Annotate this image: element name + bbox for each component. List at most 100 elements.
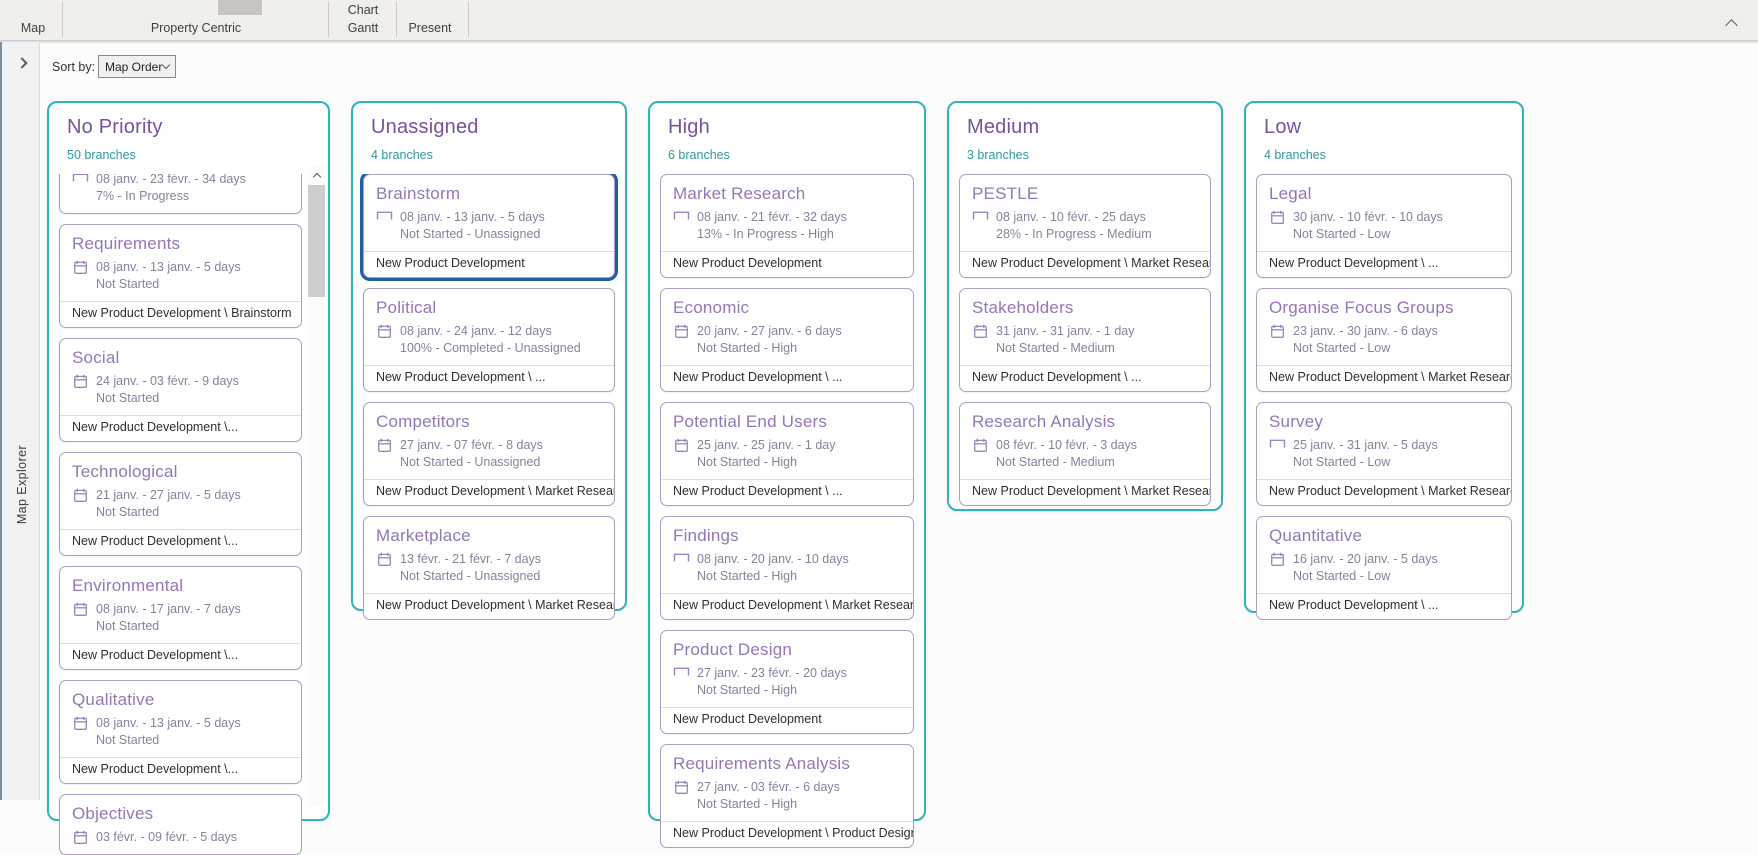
chevron-up-icon — [312, 172, 321, 181]
card-status: Not Started - High — [697, 341, 798, 355]
calendar-icon — [673, 780, 690, 795]
scrollbar-thumb[interactable] — [308, 185, 325, 297]
scroll-up-button[interactable] — [308, 166, 325, 183]
card-dates-row: 08 janv. - 17 janv. - 7 days — [72, 601, 289, 618]
card-dates-row: 30 janv. - 10 févr. - 10 days — [1269, 209, 1499, 226]
card-topic-path: New Product Development \ ... — [364, 365, 614, 391]
calendar-icon — [72, 716, 89, 731]
ribbon-group-map[interactable]: Map — [20, 21, 46, 35]
card-dates: 08 févr. - 10 févr. - 3 days — [996, 438, 1138, 452]
column-branch-count: 4 branches — [371, 148, 433, 162]
card-dates: 08 janv. - 23 févr. - 34 days — [96, 174, 246, 186]
summary-icon — [673, 210, 690, 223]
card-dates: 08 janv. - 20 janv. - 10 days — [697, 552, 849, 566]
ribbon-group-property-centric[interactable]: Property Centric — [150, 21, 242, 35]
calendar-icon — [376, 324, 393, 339]
card-topic-path: New Product Development — [364, 251, 614, 277]
card-title: Market Research — [673, 184, 806, 203]
card-topic-path: New Product Development \ ... — [661, 479, 913, 505]
ribbon-group-gantt[interactable]: Gantt — [347, 21, 379, 35]
ribbon-group-present[interactable]: Present — [408, 21, 452, 35]
card-status: Not Started - High — [697, 683, 798, 697]
sort-by-dropdown[interactable]: Map Order — [98, 55, 176, 78]
card-topic-path: New Product Development \ Market Researc… — [364, 593, 614, 619]
card-topic-path: New Product Development — [661, 251, 913, 277]
sort-by-label: Sort by: — [52, 60, 96, 74]
collapse-ribbon-button[interactable] — [1720, 16, 1742, 34]
calendar-icon — [1269, 210, 1286, 225]
card-status: Not Started - High — [697, 797, 798, 811]
card-status: Not Started - Low — [1293, 227, 1391, 241]
card-topic-path: New Product Development \ ... — [661, 365, 913, 391]
card-dates: 08 janv. - 13 janv. - 5 days — [96, 260, 241, 274]
card-title: Product Design — [673, 640, 793, 659]
card-dates-row: 08 janv. - 20 janv. - 10 days — [673, 551, 901, 568]
column-title: Medium — [967, 116, 1040, 138]
calendar-icon — [72, 260, 89, 275]
card-dates-row: 08 févr. - 10 févr. - 3 days — [972, 437, 1198, 454]
card-status: Not Started - High — [697, 455, 798, 469]
card-title: Stakeholders — [972, 298, 1074, 317]
map-explorer-tab[interactable]: Map Explorer — [2, 410, 42, 560]
card-title: Objectives — [72, 804, 154, 823]
card-title: Qualitative — [72, 690, 155, 709]
card-topic-path: New Product Development \... — [60, 757, 301, 783]
card-title: Economic — [673, 298, 750, 317]
summary-icon — [673, 552, 690, 565]
calendar-icon — [72, 488, 89, 503]
card-dates: 27 janv. - 03 févr. - 6 days — [697, 780, 840, 794]
ribbon-separator — [328, 2, 329, 37]
card-dates: 24 janv. - 03 févr. - 9 days — [96, 374, 239, 388]
summary-icon — [1269, 438, 1286, 451]
card-dates-row: 25 janv. - 25 janv. - 1 day — [673, 437, 901, 454]
card-body: Objectives 03 févr. - 09 févr. - 5 days — [60, 795, 301, 854]
card-objectives[interactable]: Objectives 03 févr. - 09 févr. - 5 days — [59, 794, 302, 855]
card-dates-row: 24 janv. - 03 févr. - 9 days — [72, 373, 289, 390]
card-dates: 08 janv. - 13 janv. - 5 days — [400, 210, 545, 224]
chevron-up-icon — [1724, 18, 1738, 32]
card-dates-row: 03 févr. - 09 févr. - 5 days — [72, 829, 289, 846]
card-topic-path: New Product Development \ ... — [1257, 251, 1511, 277]
card-title: PESTLE — [972, 184, 1039, 203]
card-research-analysis[interactable]: Research Analysis 08 févr. - 10 févr. - 3… — [959, 402, 1211, 506]
expand-panel-button[interactable] — [11, 52, 33, 72]
card-status: Not Started - Medium — [996, 455, 1115, 469]
card-title: Research Analysis — [972, 412, 1116, 431]
card-topic-path: New Product Development \ Market Researc… — [960, 251, 1210, 277]
side-panel-strip: Map Explorer — [0, 42, 40, 800]
ribbon-group-chart[interactable]: Chart — [347, 3, 379, 17]
calendar-icon — [972, 438, 989, 453]
